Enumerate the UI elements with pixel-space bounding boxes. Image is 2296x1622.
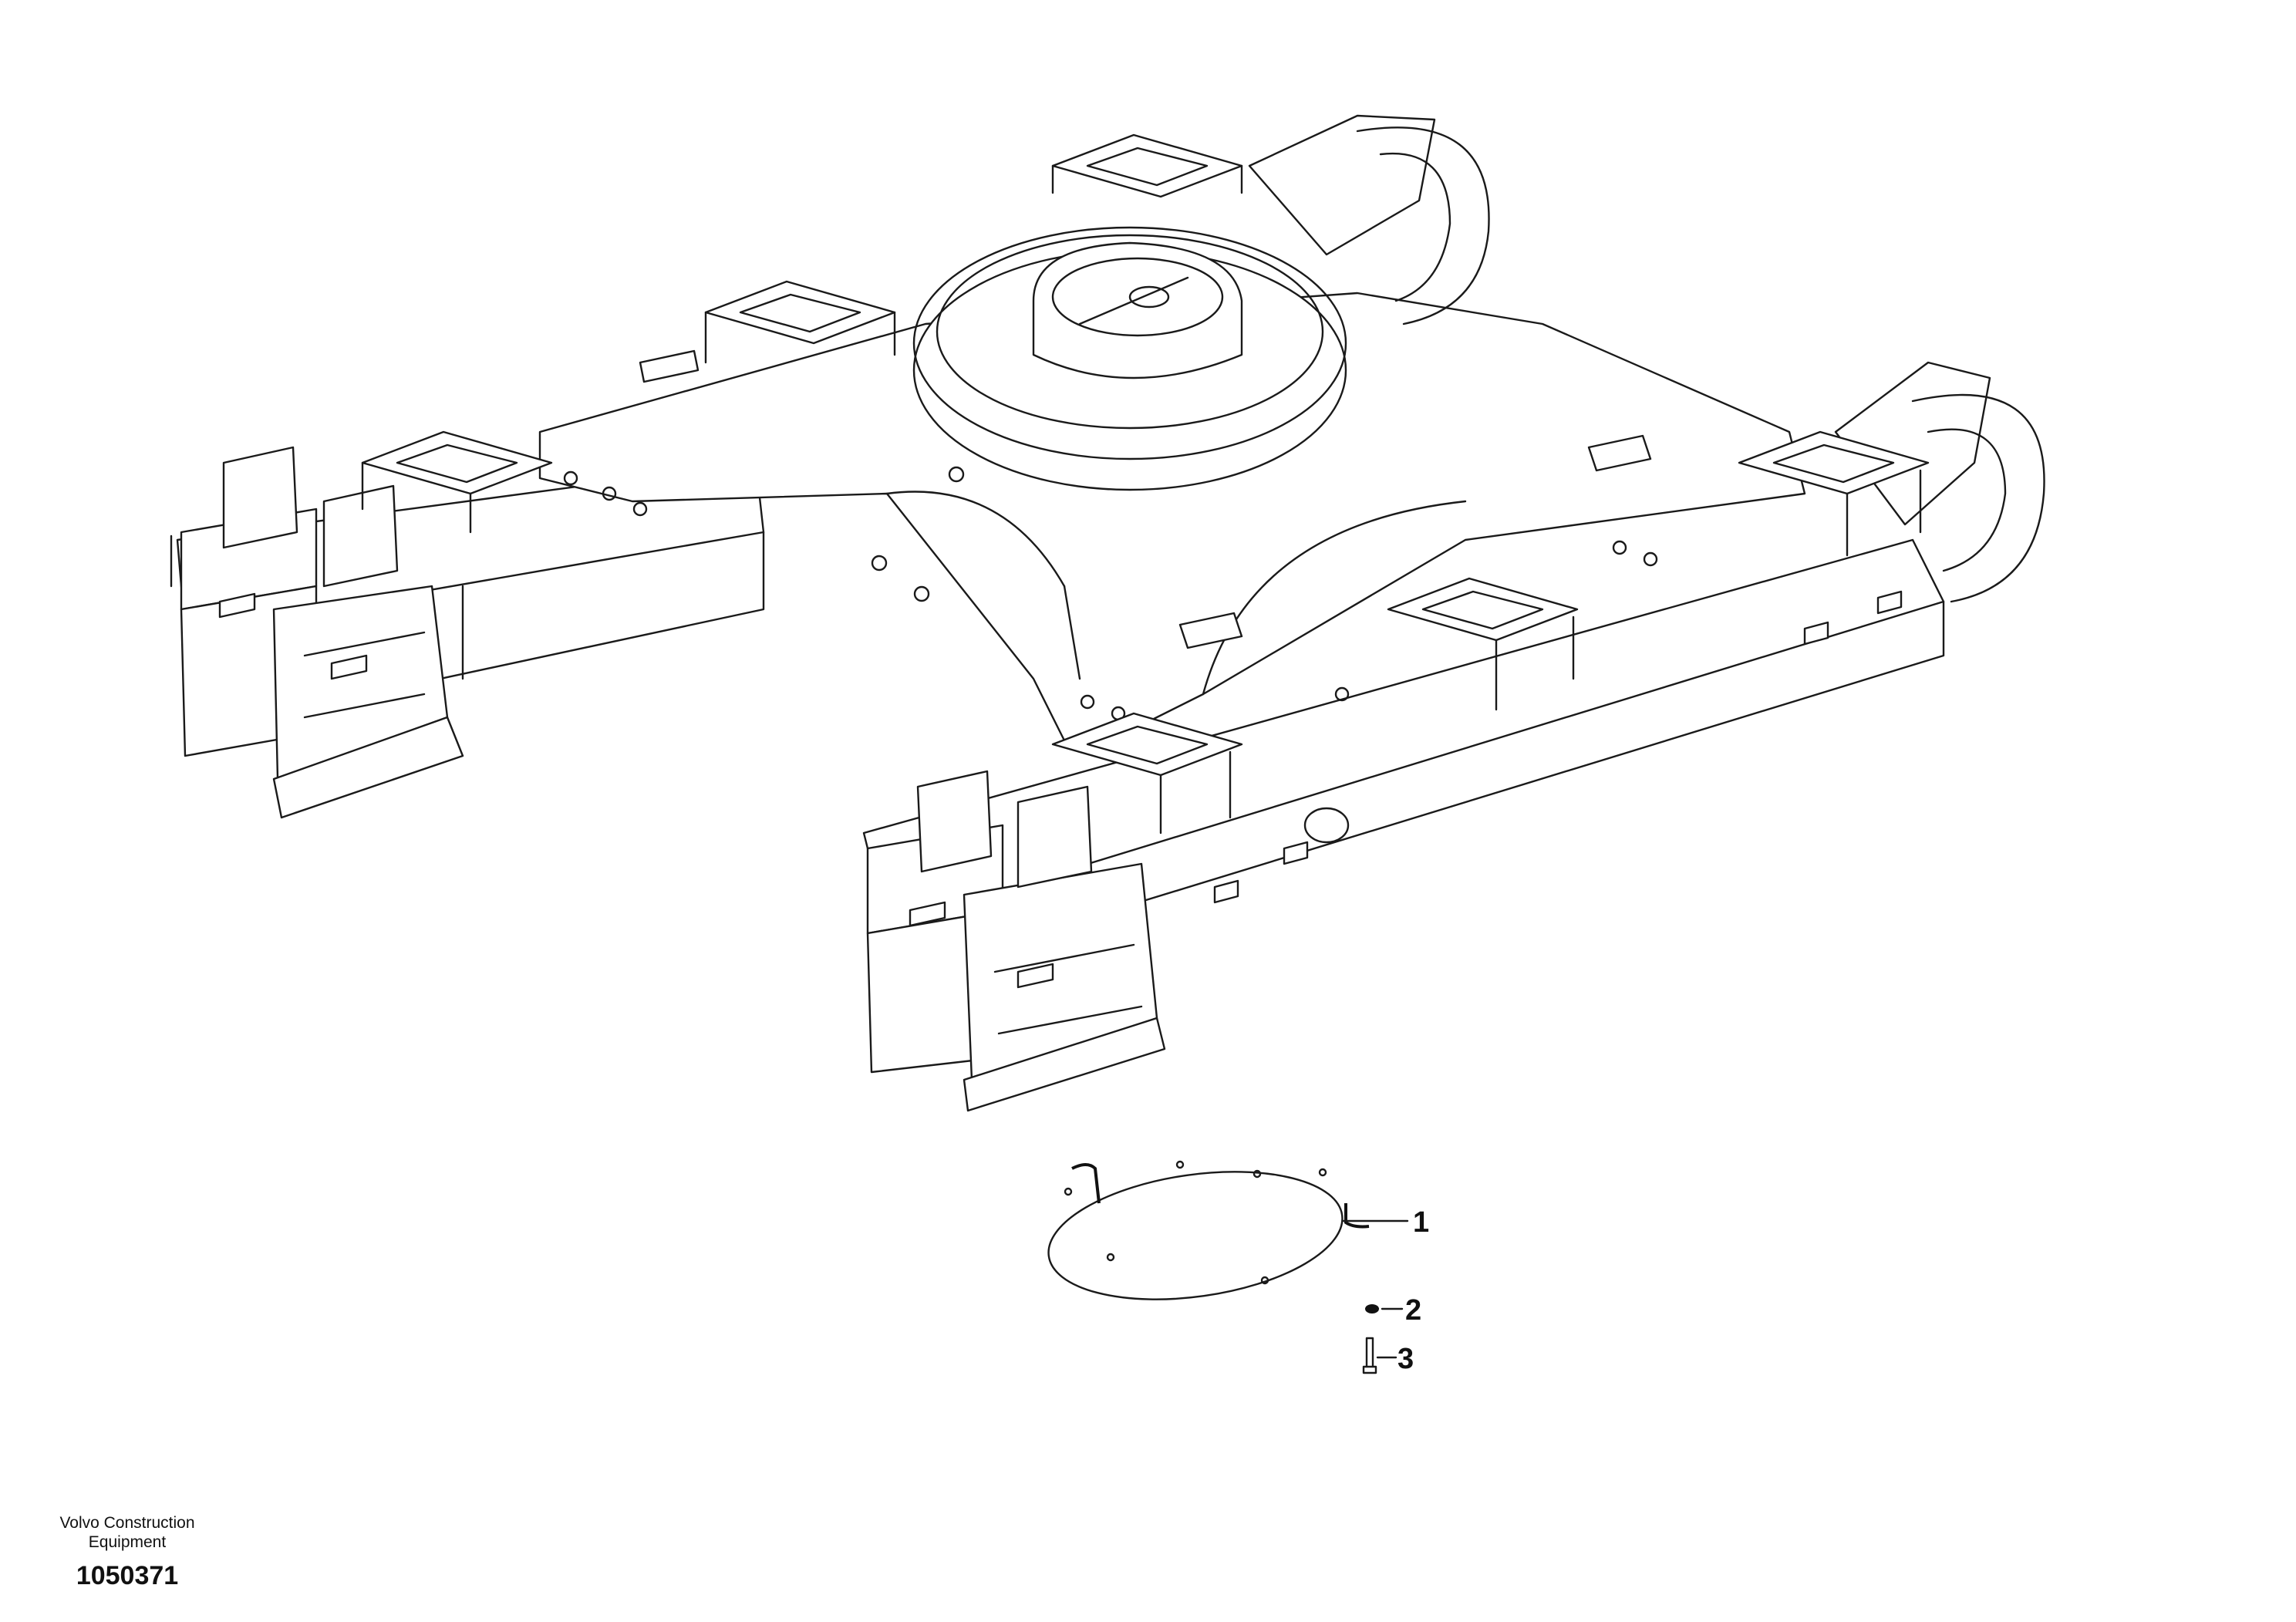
callout-number-1: 1 xyxy=(1413,1206,1429,1239)
right-track-frame xyxy=(862,361,2045,1112)
drawing-number: 1050371 xyxy=(76,1561,179,1590)
callout-3: 3 xyxy=(1376,1343,1414,1375)
brand-name-line1: Volvo Construction xyxy=(59,1514,195,1532)
callout-1: 1 xyxy=(1342,1206,1429,1239)
pad-upper-left xyxy=(704,280,896,364)
swing-ring xyxy=(912,226,1347,491)
left-track-frame xyxy=(170,446,765,819)
brand-name-line2: Equipment xyxy=(88,1533,167,1551)
pad-right xyxy=(1738,430,1930,557)
footer-block: Volvo Construction Equipment 1050371 xyxy=(31,1513,224,1591)
mounting-pads xyxy=(361,133,1930,835)
cover-plate xyxy=(1047,1160,1370,1300)
callout-number-2: 2 xyxy=(1405,1294,1421,1327)
pad-center-right xyxy=(1387,577,1579,711)
upper-idler-end xyxy=(1248,114,1490,325)
pad-left xyxy=(361,430,553,534)
pad-lower-center xyxy=(1051,712,1243,835)
screw-icon xyxy=(1362,1337,1377,1374)
center-x-frame xyxy=(538,292,1806,742)
pad-top-center xyxy=(1051,133,1243,198)
callout-2: 2 xyxy=(1381,1294,1421,1327)
callout-number-3: 3 xyxy=(1397,1343,1414,1375)
washer-icon xyxy=(1365,1304,1379,1313)
